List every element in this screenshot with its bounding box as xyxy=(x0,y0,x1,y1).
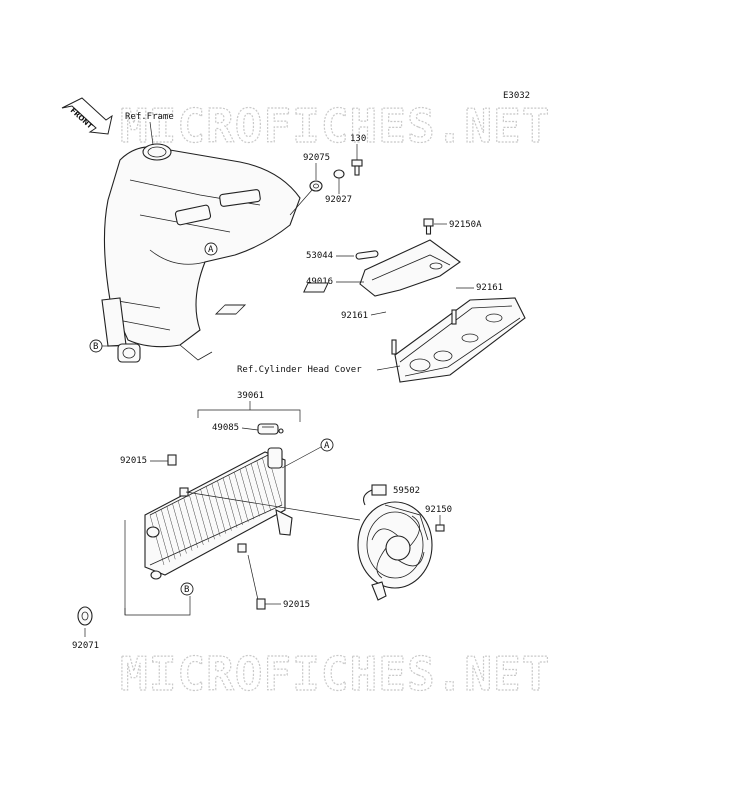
label-92150A: 92150A xyxy=(449,220,482,230)
callout-a-frame: A xyxy=(204,242,218,256)
callout-b-radiator: B xyxy=(180,582,194,596)
diagram-code: E3032 xyxy=(503,91,530,101)
radiator-fin xyxy=(194,492,210,543)
radiator-fin xyxy=(234,472,249,523)
fan-59502 xyxy=(357,484,433,601)
bracket-49016 xyxy=(359,239,461,297)
label-49016: 49016 xyxy=(306,277,333,287)
radiator-fin xyxy=(200,489,215,540)
radiator-fin xyxy=(245,466,260,517)
radiator-fin xyxy=(239,469,255,520)
radiator-fin xyxy=(205,486,221,537)
radiator-39061 xyxy=(144,447,293,580)
radiator-fin xyxy=(222,477,238,528)
radiator-fin xyxy=(217,480,232,531)
collar-92027 xyxy=(333,169,345,179)
grommet-92071 xyxy=(77,606,93,626)
screw-92150A xyxy=(423,218,434,235)
radiator-fin xyxy=(155,512,170,563)
clip-92015-top xyxy=(167,454,177,466)
svg-text:A: A xyxy=(208,245,214,255)
label-92075: 92075 xyxy=(303,153,330,163)
radiator-fin xyxy=(262,457,277,508)
front-arrow-icon: FRONT xyxy=(61,97,113,135)
radiator-fin xyxy=(149,514,165,566)
cap-49085 xyxy=(257,423,284,435)
label-92015-top: 92015 xyxy=(120,456,147,466)
clip-92015-bottom xyxy=(256,598,266,610)
radiator-fin xyxy=(172,503,187,554)
pad-92161-right xyxy=(303,282,329,293)
label-59502: 59502 xyxy=(393,486,420,496)
watermark-bottom: MICROFICHES.NET xyxy=(120,647,550,701)
rivet-53044 xyxy=(355,250,379,260)
callout-a-radiator: A xyxy=(281,438,334,469)
radiator-fin xyxy=(256,460,272,511)
svg-text:B: B xyxy=(184,585,189,595)
grommet-92075 xyxy=(309,180,323,192)
label-49085: 49085 xyxy=(212,423,239,433)
cylinder-head-cover xyxy=(391,297,526,383)
watermark-top: MICROFICHES.NET xyxy=(120,99,550,153)
svg-text:A: A xyxy=(324,441,330,451)
label-92161-left: 92161 xyxy=(341,311,368,321)
label-92071: 92071 xyxy=(72,641,99,651)
radiator-fin xyxy=(166,506,182,557)
radiator-fin xyxy=(250,463,266,514)
radiator-fin xyxy=(211,483,227,534)
radiator-fin xyxy=(177,500,193,551)
label-92027: 92027 xyxy=(325,195,352,205)
label-130: 130 xyxy=(350,134,366,144)
pad-92161-left xyxy=(214,304,247,315)
label-92150: 92150 xyxy=(425,505,452,515)
radiator-fin xyxy=(189,494,204,546)
label-92161-right: 92161 xyxy=(476,283,503,293)
frame-assembly xyxy=(101,143,301,363)
label-53044: 53044 xyxy=(306,251,333,261)
label-ref-frame: Ref.Frame xyxy=(125,112,174,122)
label-92015-bottom: 92015 xyxy=(283,600,310,610)
svg-text:B: B xyxy=(93,342,98,352)
callout-b-frame: B xyxy=(89,339,118,353)
radiator-fin xyxy=(183,497,198,548)
label-ref-cylinder-head-cover: Ref.Cylinder Head Cover xyxy=(237,365,362,375)
bolt-130 xyxy=(351,159,363,176)
label-39061: 39061 xyxy=(237,391,264,401)
screw-92150 xyxy=(435,524,445,532)
radiator-fin xyxy=(160,509,176,560)
